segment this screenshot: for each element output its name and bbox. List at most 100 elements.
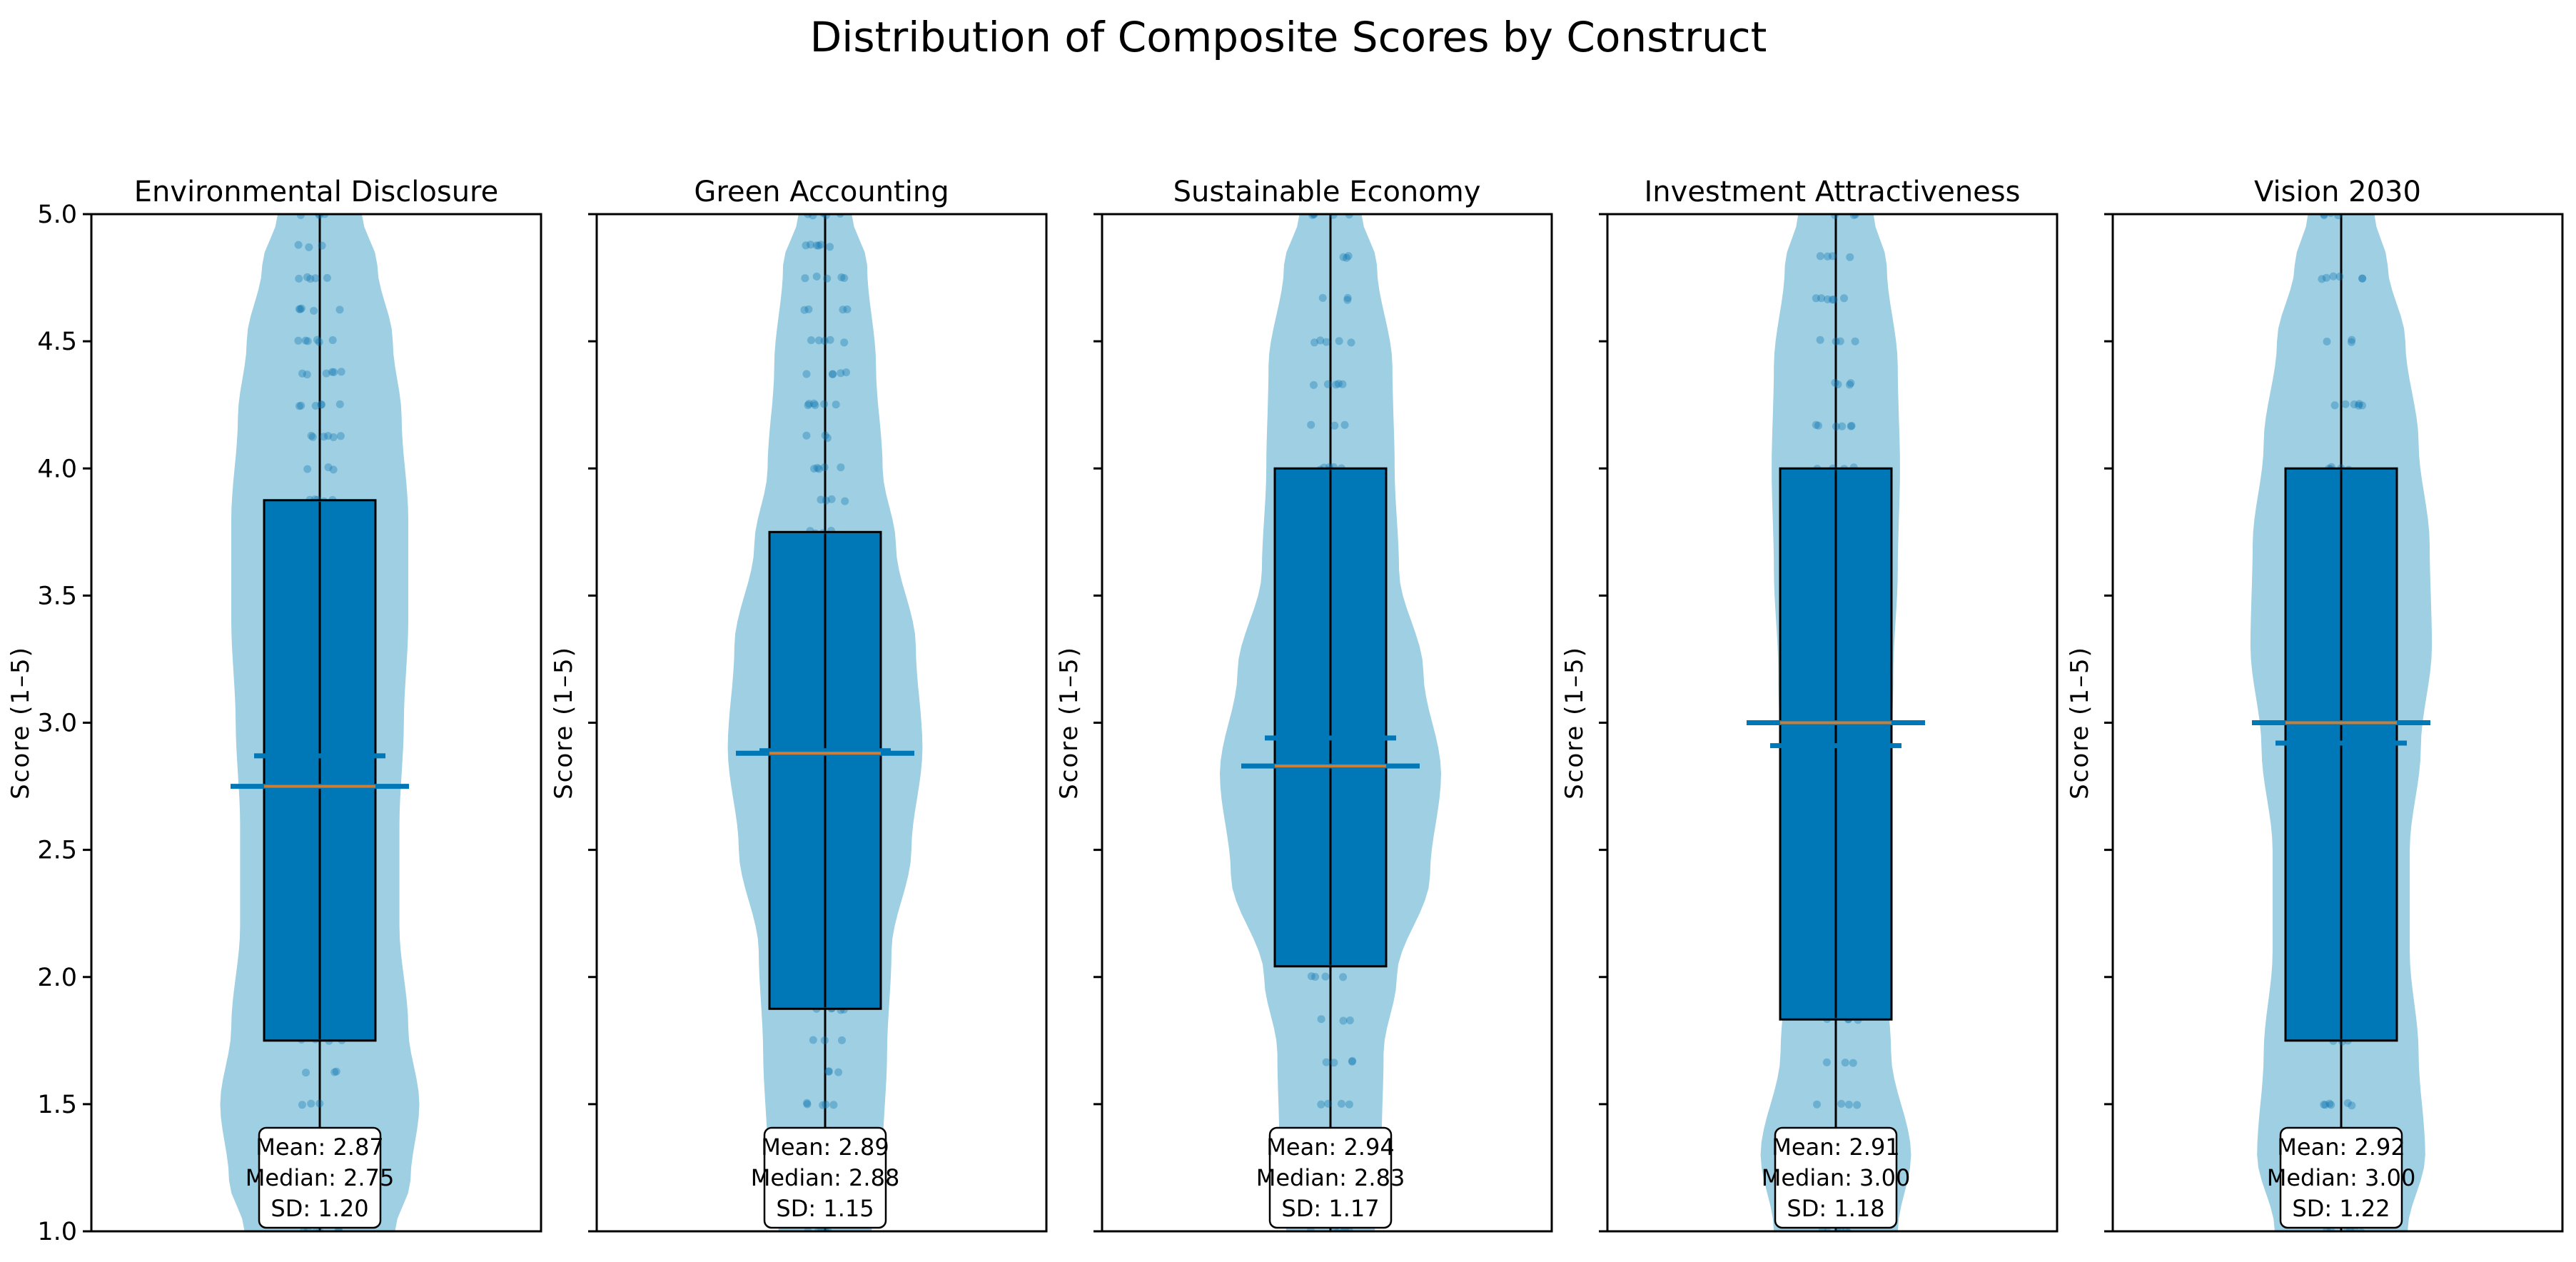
panel-title: Environmental Disclosure	[134, 176, 498, 208]
stats-median: Median: 2.88	[751, 1164, 900, 1191]
data-point	[302, 1069, 310, 1077]
data-point	[1317, 1100, 1325, 1109]
data-point	[822, 1100, 830, 1109]
data-point	[829, 370, 837, 378]
data-point	[1339, 1016, 1348, 1025]
data-point	[1828, 252, 1837, 261]
data-point	[826, 335, 834, 344]
panel-plot	[1747, 214, 1925, 1231]
data-point	[1849, 214, 1858, 219]
data-point	[332, 1067, 340, 1076]
data-point	[2327, 1101, 2335, 1109]
data-point	[315, 214, 323, 219]
data-point	[2318, 275, 2326, 283]
data-point	[1847, 379, 1855, 388]
data-point	[1307, 420, 1315, 429]
data-point	[1837, 1099, 1846, 1108]
data-point	[2350, 400, 2358, 408]
data-point	[315, 338, 323, 346]
y-tick-label: 1.5	[37, 1091, 77, 1119]
data-point	[820, 337, 829, 345]
data-point	[837, 369, 845, 378]
stats-mean: Mean: 2.92	[2277, 1134, 2405, 1161]
data-point	[1340, 420, 1349, 429]
data-point	[801, 274, 809, 283]
y-axis-label: Score (1–5)	[550, 646, 578, 799]
data-point	[1824, 295, 1832, 303]
data-point	[1310, 380, 1318, 389]
stats-mean: Mean: 2.87	[256, 1134, 383, 1161]
data-point	[306, 275, 315, 283]
data-point	[307, 431, 315, 440]
y-tick-label: 3.0	[37, 710, 77, 738]
data-point	[1846, 253, 1854, 261]
data-point	[829, 1101, 838, 1109]
data-point	[802, 431, 811, 440]
data-point	[1828, 296, 1837, 304]
y-tick-label: 4.5	[37, 328, 77, 356]
stats-box	[258, 1126, 382, 1229]
data-point	[1846, 380, 1854, 389]
data-point	[1316, 336, 1325, 345]
data-point	[1829, 296, 1838, 304]
panel-title: Vision 2030	[2254, 176, 2421, 208]
data-point	[315, 1099, 324, 1108]
data-point	[2341, 400, 2350, 408]
data-point	[303, 370, 311, 379]
data-point	[813, 464, 822, 472]
stats-box	[1268, 1126, 1393, 1229]
data-point	[323, 273, 331, 282]
data-point	[1322, 338, 1330, 346]
data-point	[829, 370, 837, 378]
panel-title: Green Accounting	[694, 176, 949, 208]
data-point	[810, 399, 818, 408]
data-point	[802, 370, 811, 378]
stats-mean: Mean: 2.94	[1266, 1134, 1394, 1161]
data-point	[839, 306, 847, 314]
data-point	[803, 1100, 812, 1109]
data-point	[827, 495, 836, 503]
data-point	[1308, 214, 1317, 219]
data-point	[1338, 380, 1347, 388]
y-axis-label: Score (1–5)	[1055, 646, 1084, 799]
data-point	[1345, 1016, 1354, 1024]
data-point	[295, 274, 303, 283]
stats-sd: SD: 1.22	[2292, 1195, 2390, 1222]
panels-layer: 1.01.52.02.53.03.54.04.55.0Environmental…	[6, 176, 2564, 1246]
data-point	[337, 368, 345, 376]
data-point	[823, 274, 832, 283]
data-point	[307, 1099, 315, 1108]
stats-mean: Mean: 2.89	[761, 1134, 889, 1161]
data-point	[1337, 1099, 1345, 1108]
data-point	[826, 243, 834, 251]
data-point	[1831, 214, 1839, 219]
data-point	[841, 497, 849, 505]
data-point	[807, 241, 815, 249]
data-point	[824, 1067, 833, 1076]
data-point	[295, 305, 303, 313]
data-point	[2329, 272, 2338, 281]
data-point	[804, 400, 813, 408]
data-point	[1847, 422, 1855, 430]
data-point	[301, 336, 310, 345]
stats-box	[763, 1126, 887, 1229]
data-point	[2343, 1099, 2352, 1107]
data-point	[1343, 296, 1352, 304]
y-axis-label: Score (1–5)	[6, 646, 35, 799]
data-point	[810, 465, 819, 473]
data-point	[1834, 380, 1842, 388]
data-point	[336, 432, 345, 440]
data-point	[811, 401, 819, 410]
stats-median: Median: 3.00	[2267, 1164, 2416, 1191]
data-point	[2358, 1228, 2365, 1231]
data-point	[2323, 338, 2331, 345]
data-point	[324, 463, 333, 472]
stats-median: Median: 2.83	[1256, 1164, 1405, 1191]
data-point	[2320, 1101, 2328, 1109]
data-point	[311, 402, 320, 410]
data-point	[1844, 1228, 1852, 1231]
y-tick-label: 2.0	[37, 964, 77, 992]
data-point	[1841, 1059, 1849, 1067]
